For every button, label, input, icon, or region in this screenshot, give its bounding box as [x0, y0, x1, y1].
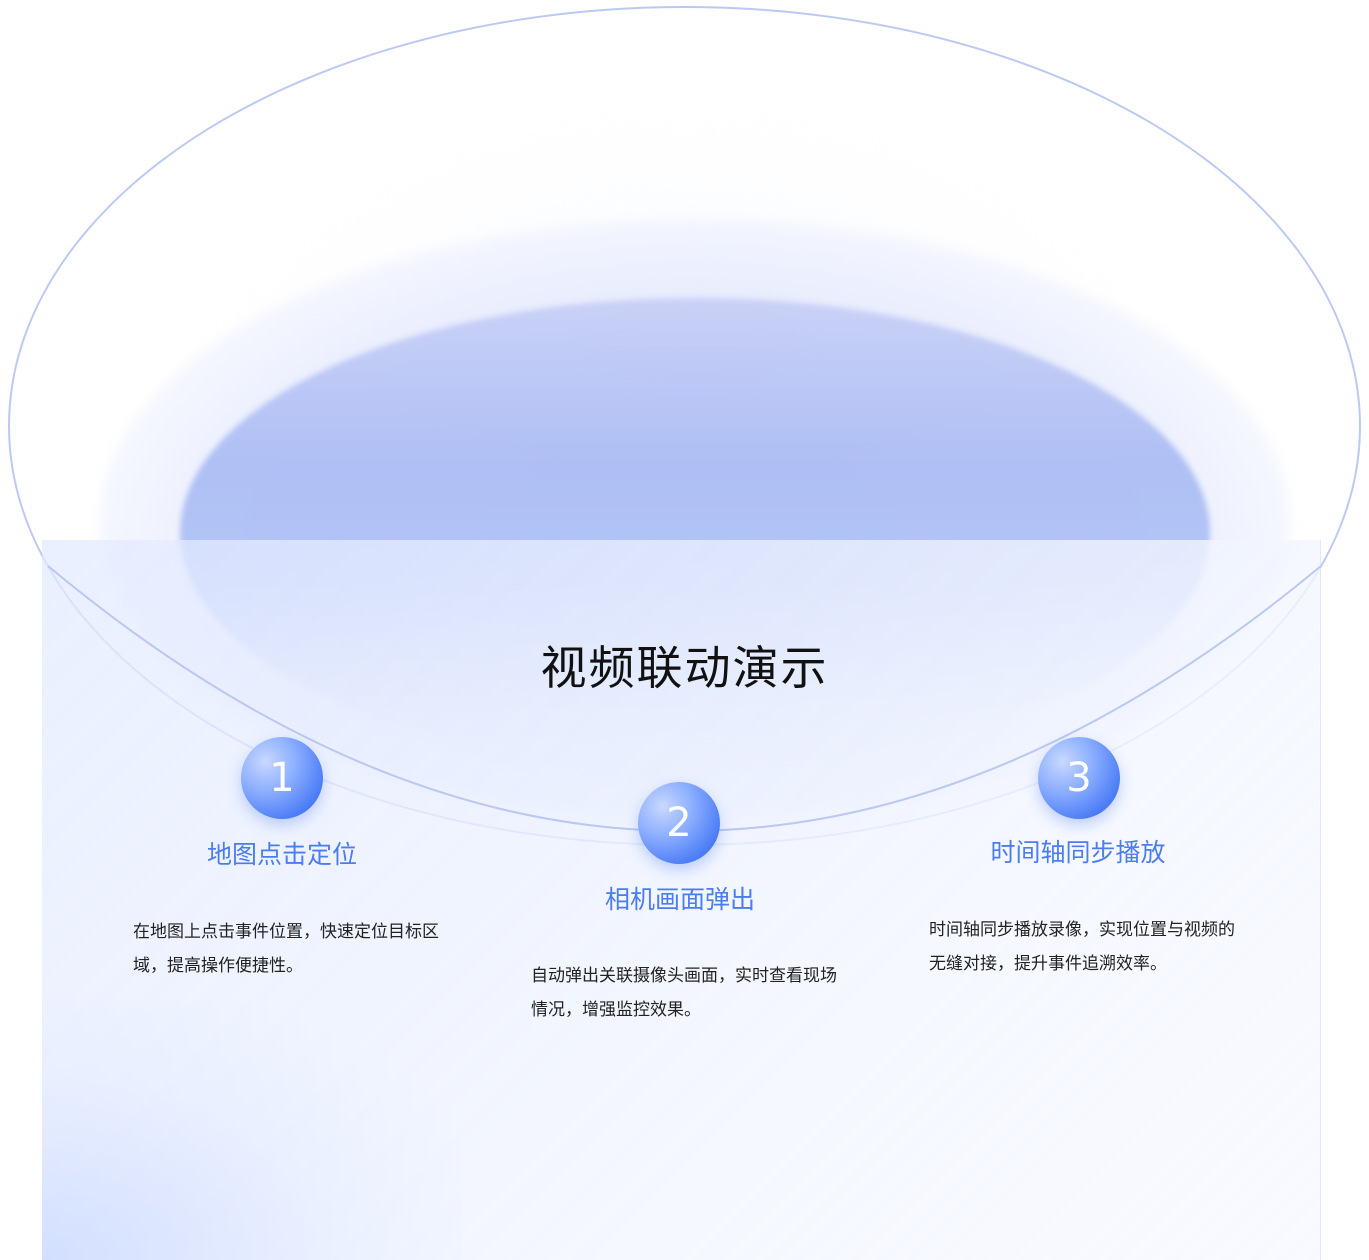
- step-3-description: 时间轴同步播放录像，实现位置与视频的无缝对接，提升事件追溯效率。: [929, 920, 1235, 974]
- step-3-title: 时间轴同步播放: [990, 838, 1166, 867]
- step-1-badge: 1: [241, 737, 323, 819]
- step-3-badge: 3: [1038, 737, 1120, 819]
- step-1-title: 地图点击定位: [206, 840, 357, 869]
- page-title: 视频联动演示: [540, 641, 829, 695]
- step-2-title: 相机画面弹出: [604, 885, 755, 914]
- panel-corner-glow: [42, 1000, 462, 1260]
- step-2-description: 自动弹出关联摄像头画面，实时查看现场情况，增强监控效果。: [531, 966, 837, 1020]
- step-1-description: 在地图上点击事件位置，快速定位目标区域，提高操作便捷性。: [133, 922, 439, 976]
- step-2-badge: 2: [638, 782, 720, 864]
